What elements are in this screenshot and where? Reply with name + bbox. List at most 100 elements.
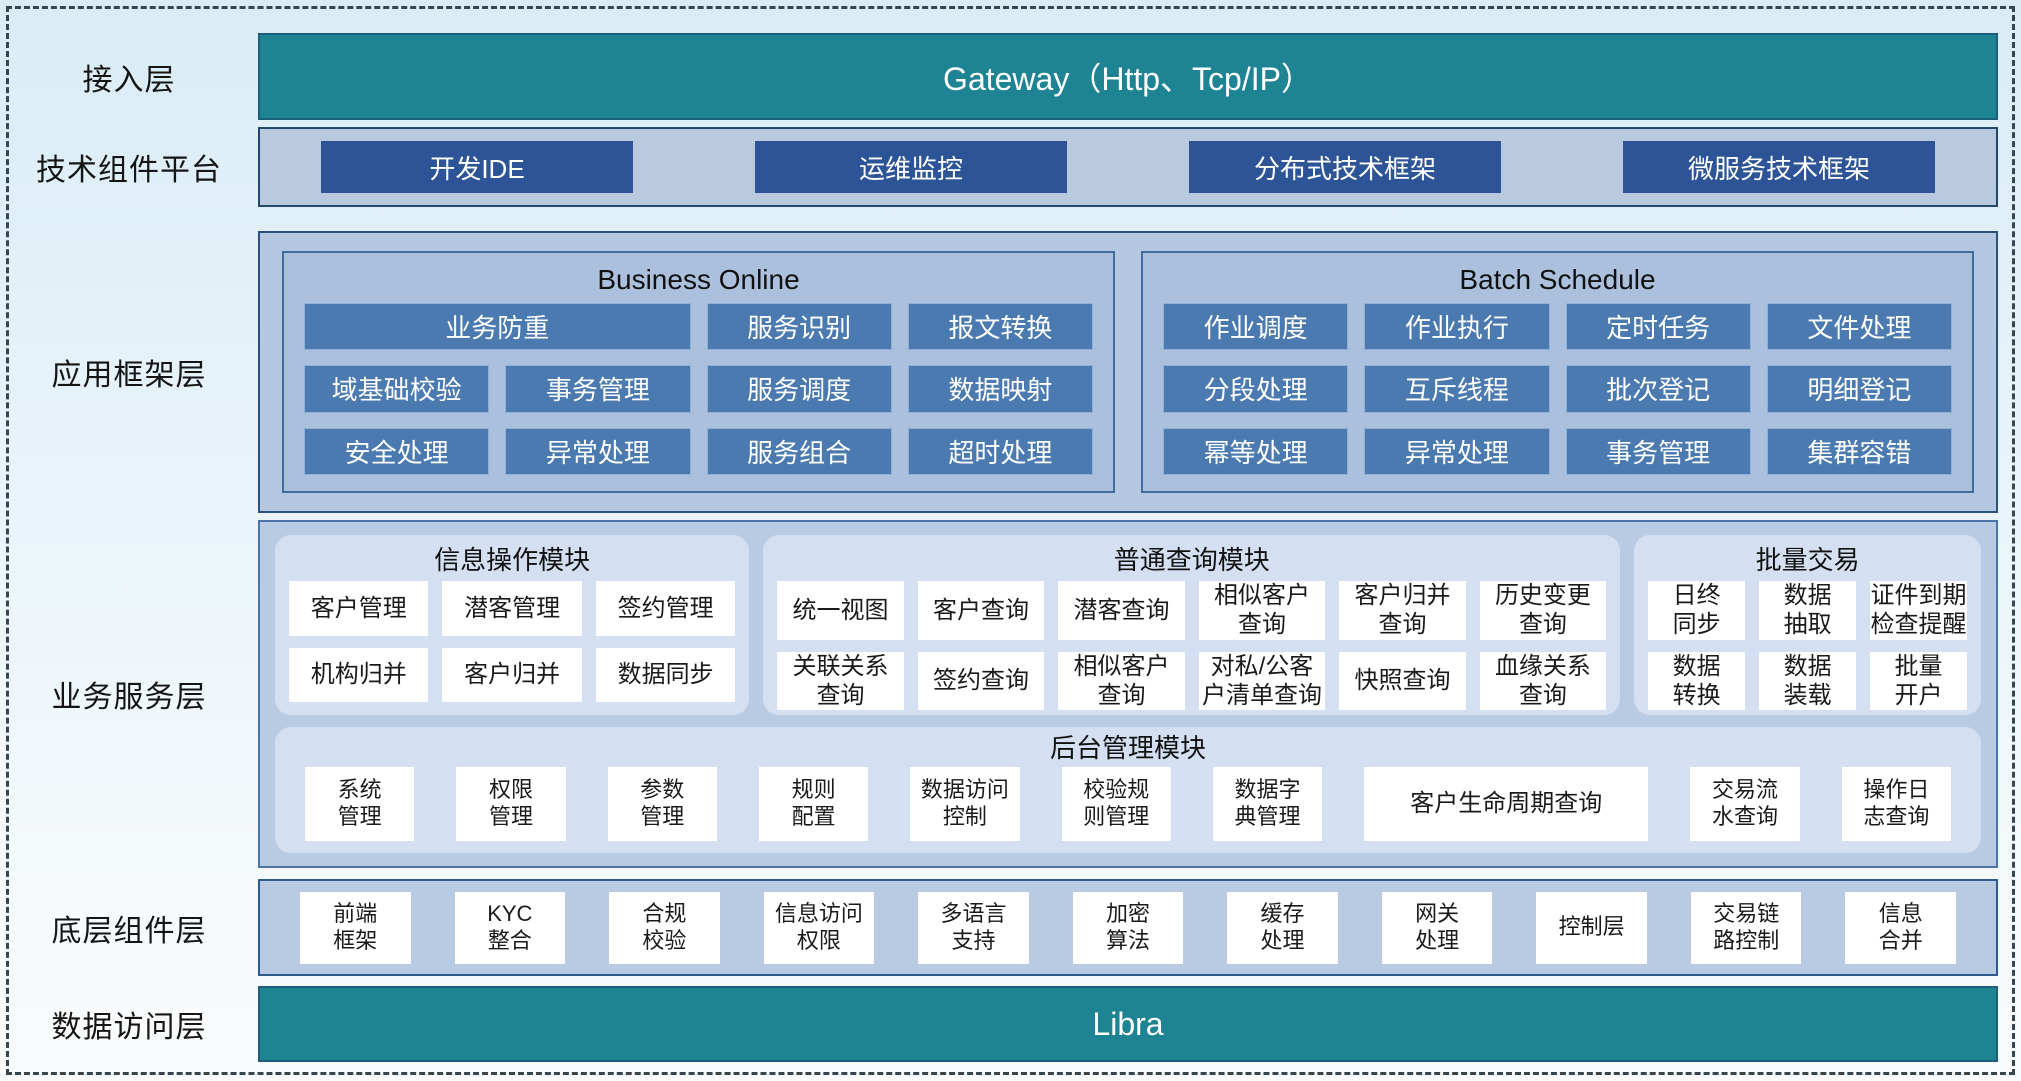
layer-label-access: 接入层 — [82, 63, 176, 97]
tech-button: 运维监控 — [754, 141, 1068, 193]
app-group-row: 业务防重服务识别报文转换 — [304, 303, 1093, 351]
service-item: 潜客管理 — [442, 581, 582, 636]
service-item: 批量 开户 — [1870, 651, 1967, 711]
service-item: 快照查询 — [1339, 651, 1466, 711]
service-item: 签约管理 — [595, 581, 736, 636]
admin-item: 数据访问 控制 — [910, 767, 1020, 841]
app-function-button: 文件处理 — [1766, 303, 1952, 351]
admin-item: 规则 配置 — [758, 767, 869, 841]
service-module: 普通查询模块统一视图客户查询潜客查询相似客户 查询客户归并 查询历史变更 查询关… — [763, 535, 1621, 715]
service-module: 信息操作模块客户管理潜客管理签约管理机构归并客户归并数据同步 — [275, 535, 750, 715]
app-function-button: 业务防重 — [304, 303, 691, 351]
layer-label-tech: 技术组件平台 — [36, 154, 222, 187]
app-function-button: 报文转换 — [907, 303, 1093, 351]
admin-item: 参数 管理 — [607, 767, 717, 841]
admin-item: 权限 管理 — [456, 767, 566, 841]
service-item: 统一视图 — [777, 581, 904, 640]
admin-item: 操作日 志查询 — [1841, 767, 1952, 841]
access-layer-row: 接入层 Gateway（Http、Tcp/IP） — [0, 33, 2021, 120]
app-group-rows: 业务防重服务识别报文转换域基础校验事务管理服务调度数据映射安全处理异常处理服务组… — [304, 303, 1093, 475]
service-item: 机构归并 — [289, 647, 429, 702]
service-item: 数据 装载 — [1759, 651, 1857, 711]
app-group-title: Batch Schedule — [1459, 264, 1656, 295]
layer-label-data-access: 数据访问层 — [51, 1011, 207, 1044]
admin-module-title: 后台管理模块 — [1049, 733, 1206, 763]
base-component-item: 信息 合并 — [1845, 891, 1957, 964]
admin-module: 后台管理模块 系统 管理权限 管理参数 管理规则 配置数据访问 控制校验规 则管… — [275, 727, 1981, 853]
service-item: 相似客户 查询 — [1058, 651, 1185, 711]
app-group-row: 作业调度作业执行定时任务文件处理 — [1163, 303, 1952, 351]
base-component-item: 信息访问 权限 — [763, 891, 875, 964]
service-item: 血缘关系 查询 — [1479, 651, 1607, 711]
gateway-bar: Gateway（Http、Tcp/IP） — [258, 33, 1998, 120]
base-component-item: 控制层 — [1536, 891, 1647, 964]
service-module-grid: 客户管理潜客管理签约管理机构归并客户归并数据同步 — [289, 581, 736, 702]
app-function-button: 异常处理 — [1364, 427, 1550, 475]
tech-platform-row: 技术组件平台 开发IDE 运维监控 分布式技术框架 微服务技术框架 — [0, 127, 2021, 207]
service-module-title: 信息操作模块 — [434, 545, 591, 575]
admin-module-items: 系统 管理权限 管理参数 管理规则 配置数据访问 控制校验规 则管理数据字 典管… — [305, 767, 1952, 841]
admin-item: 数据字 典管理 — [1212, 767, 1323, 841]
app-group: Batch Schedule 作业调度作业执行定时任务文件处理分段处理互斥线程批次… — [1141, 251, 1974, 493]
layer-label-business-service: 业务服务层 — [51, 681, 207, 714]
app-function-button: 超时处理 — [907, 427, 1093, 475]
service-item: 对私/公客 户清单查询 — [1198, 651, 1326, 711]
app-function-button: 作业执行 — [1364, 303, 1550, 351]
business-service-row: 业务服务层 信息操作模块客户管理潜客管理签约管理机构归并客户归并数据同步普通查询… — [0, 520, 2021, 868]
app-group-title: Business Online — [597, 264, 800, 295]
app-function-button: 异常处理 — [505, 427, 691, 475]
tech-button-slot: 微服务技术框架 — [1562, 141, 1996, 193]
app-group-row: 幂等处理异常处理事务管理集群容错 — [1163, 427, 1952, 475]
libra-bar: Libra — [258, 986, 1998, 1062]
admin-item: 系统 管理 — [305, 767, 415, 841]
layer-label-app-framework: 应用框架层 — [51, 359, 207, 392]
tech-button-slot: 开发IDE — [260, 141, 694, 193]
app-function-button: 数据映射 — [907, 365, 1093, 413]
base-component-item: KYC 整合 — [454, 891, 566, 964]
app-function-button: 集群容错 — [1766, 427, 1952, 475]
app-function-button: 事务管理 — [1565, 427, 1751, 475]
tech-button-slot: 运维监控 — [694, 141, 1128, 193]
service-item: 日终 同步 — [1648, 581, 1746, 640]
app-function-button: 分段处理 — [1163, 365, 1349, 413]
service-module: 批量交易日终 同步数据 抽取证件到期 检查提醒数据 转换数据 装载批量 开户 — [1634, 535, 1981, 715]
service-item: 客户查询 — [917, 581, 1045, 640]
admin-item: 客户生命周期查询 — [1364, 767, 1649, 841]
app-group-row: 域基础校验事务管理服务调度数据映射 — [304, 365, 1093, 413]
service-item: 客户归并 查询 — [1339, 581, 1466, 640]
service-module-grid: 统一视图客户查询潜客查询相似客户 查询客户归并 查询历史变更 查询关联关系 查询… — [777, 581, 1607, 711]
service-item: 客户归并 — [442, 647, 582, 702]
service-item: 数据 转换 — [1648, 651, 1746, 711]
business-service-panel: 信息操作模块客户管理潜客管理签约管理机构归并客户归并数据同步普通查询模块统一视图… — [258, 520, 1998, 868]
base-component-item: 合规 校验 — [609, 891, 720, 964]
app-function-button: 幂等处理 — [1163, 427, 1349, 475]
service-item: 潜客查询 — [1058, 581, 1185, 640]
service-item: 客户管理 — [289, 581, 429, 636]
service-module-title: 普通查询模块 — [1113, 545, 1270, 575]
app-function-button: 安全处理 — [304, 427, 490, 475]
service-item: 相似客户 查询 — [1198, 581, 1326, 640]
base-component-item: 前端 框架 — [300, 891, 411, 964]
app-function-button: 服务识别 — [706, 303, 892, 351]
base-component-item: 多语言 支持 — [918, 891, 1029, 964]
tech-button-slot: 分布式技术框架 — [1128, 141, 1562, 193]
tech-button: 微服务技术框架 — [1622, 141, 1936, 193]
tech-button: 分布式技术框架 — [1188, 141, 1502, 193]
admin-item: 交易流 水查询 — [1690, 767, 1800, 841]
app-function-button: 定时任务 — [1565, 303, 1751, 351]
app-function-button: 服务调度 — [706, 365, 892, 413]
service-module-grid: 日终 同步数据 抽取证件到期 检查提醒数据 转换数据 装载批量 开户 — [1648, 581, 1967, 711]
service-module-title: 批量交易 — [1755, 545, 1860, 575]
layer-label-base-components: 底层组件层 — [51, 914, 207, 948]
service-item: 签约查询 — [917, 651, 1045, 711]
app-group-row: 分段处理互斥线程批次登记明细登记 — [1163, 365, 1952, 413]
tech-button: 开发IDE — [320, 141, 634, 193]
app-group-rows: 作业调度作业执行定时任务文件处理分段处理互斥线程批次登记明细登记幂等处理异常处理… — [1163, 303, 1952, 475]
app-function-button: 事务管理 — [505, 365, 691, 413]
business-modules: 信息操作模块客户管理潜客管理签约管理机构归并客户归并数据同步普通查询模块统一视图… — [275, 535, 1981, 715]
